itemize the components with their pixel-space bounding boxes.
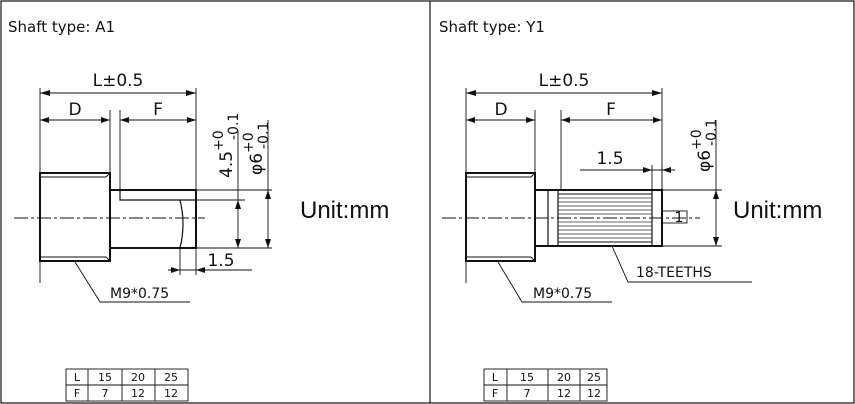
y1-teeth-label: 18-TEETHS <box>636 265 712 281</box>
a1-chamfer <box>105 172 111 178</box>
a1-arrow <box>265 190 271 199</box>
a1-dim-45-sub: -0.1 <box>226 113 242 140</box>
y1-dim-f: F <box>606 100 616 120</box>
y1-thread-label: M9*0.75 <box>533 286 592 302</box>
svg-text:φ6+0: φ6+0 <box>241 132 267 175</box>
a1-flat <box>119 190 196 201</box>
a1-dim-45: 4.5+0 -0.1 <box>211 113 242 178</box>
y1-dim-6-sup: +0 <box>689 129 705 150</box>
y1-dim-6: φ6+0 -0.1 <box>689 119 720 172</box>
y1-dim-6-sub: -0.1 <box>704 119 720 146</box>
panel-a1-title: Shaft type: A1 <box>8 18 115 36</box>
y1-arrow <box>466 117 475 123</box>
y1-arrow <box>561 117 570 123</box>
table-cell: 15 <box>98 371 112 384</box>
y1-chamfer <box>530 172 536 178</box>
a1-thread-leader <box>74 261 190 303</box>
a1-dim-groove: 1.5 <box>207 251 234 271</box>
a1-arrow <box>235 239 241 248</box>
y1-dim-d: D <box>494 100 507 120</box>
a1-dim-6-sub: -0.1 <box>256 122 272 149</box>
a1-thread-body <box>39 172 111 262</box>
panel-y1-title: Shaft type: Y1 <box>439 18 545 36</box>
a1-dim-45-sup: +0 <box>211 130 227 151</box>
y1-arrow <box>526 117 535 123</box>
table-cell: 20 <box>131 371 145 384</box>
table-cell: F <box>492 387 498 400</box>
a1-tip <box>179 199 184 249</box>
table-cell: 7 <box>524 387 531 400</box>
svg-text:4.5+0: 4.5+0 <box>211 130 237 178</box>
a1-dim-6: φ6+0 -0.1 <box>241 122 272 175</box>
a1-arrow <box>120 117 129 123</box>
table-cell: 12 <box>587 387 601 400</box>
a1-size-table: L 15 20 25 F 7 12 12 <box>65 368 189 402</box>
a1-arrow <box>196 267 205 273</box>
y1-thread-leader <box>497 261 612 303</box>
a1-dim-45-base: 4.5 <box>217 151 237 178</box>
y1-arrow <box>713 237 719 246</box>
table-cell: 7 <box>102 387 109 400</box>
y1-chamfer <box>530 256 536 262</box>
table-cell: L <box>492 371 499 384</box>
panel-y1: Shaft type: Y1 L±0.5 D F <box>439 18 822 402</box>
svg-text:φ6+0: φ6+0 <box>689 129 715 172</box>
table-cell: L <box>74 371 81 384</box>
y1-arrow <box>713 190 719 199</box>
y1-teeth-leader <box>611 245 752 283</box>
table-cell: 12 <box>164 387 178 400</box>
a1-arrow <box>40 117 49 123</box>
a1-arrow <box>187 117 196 123</box>
y1-dim-groove: 1.5 <box>596 149 623 169</box>
y1-arrow <box>653 117 662 123</box>
a1-arrow <box>265 239 271 248</box>
y1-knurl-hatch <box>558 197 652 239</box>
panel-a1: Shaft type: A1 L±0.5 D F <box>8 18 389 402</box>
y1-unit: Unit:mm <box>733 197 822 224</box>
a1-arrow <box>171 267 180 273</box>
a1-dim-6-sup: +0 <box>241 132 257 153</box>
y1-arrow <box>662 167 671 173</box>
table-cell: 25 <box>164 371 178 384</box>
a1-chamfer <box>105 256 111 262</box>
y1-dim-l: L±0.5 <box>539 71 590 91</box>
a1-arrow <box>40 90 50 96</box>
table-cell: 20 <box>557 371 571 384</box>
table-cell: 12 <box>131 387 145 400</box>
y1-thread-body <box>465 172 536 262</box>
y1-dim-6-base: φ6 <box>695 150 715 172</box>
a1-arrow <box>186 90 196 96</box>
a1-arrow <box>101 117 110 123</box>
table-cell: 25 <box>587 371 601 384</box>
a1-dim-6-base: φ6 <box>247 153 267 175</box>
a1-thread-label: M9*0.75 <box>110 286 169 302</box>
y1-size-table: L 15 20 25 F 7 12 12 <box>483 368 608 402</box>
a1-dim-f: F <box>153 100 163 120</box>
table-cell: 12 <box>557 387 571 400</box>
a1-dim-l: L±0.5 <box>93 71 144 91</box>
table-cell: F <box>74 387 80 400</box>
a1-unit: Unit:mm <box>300 197 389 224</box>
a1-dim-d: D <box>68 100 81 120</box>
y1-slot <box>661 210 688 224</box>
y1-arrow <box>643 167 652 173</box>
a1-arrow <box>235 200 241 209</box>
y1-arrow <box>652 90 662 96</box>
a1-shaft <box>110 189 197 249</box>
y1-arrow <box>466 90 476 96</box>
table-cell: 15 <box>520 371 534 384</box>
